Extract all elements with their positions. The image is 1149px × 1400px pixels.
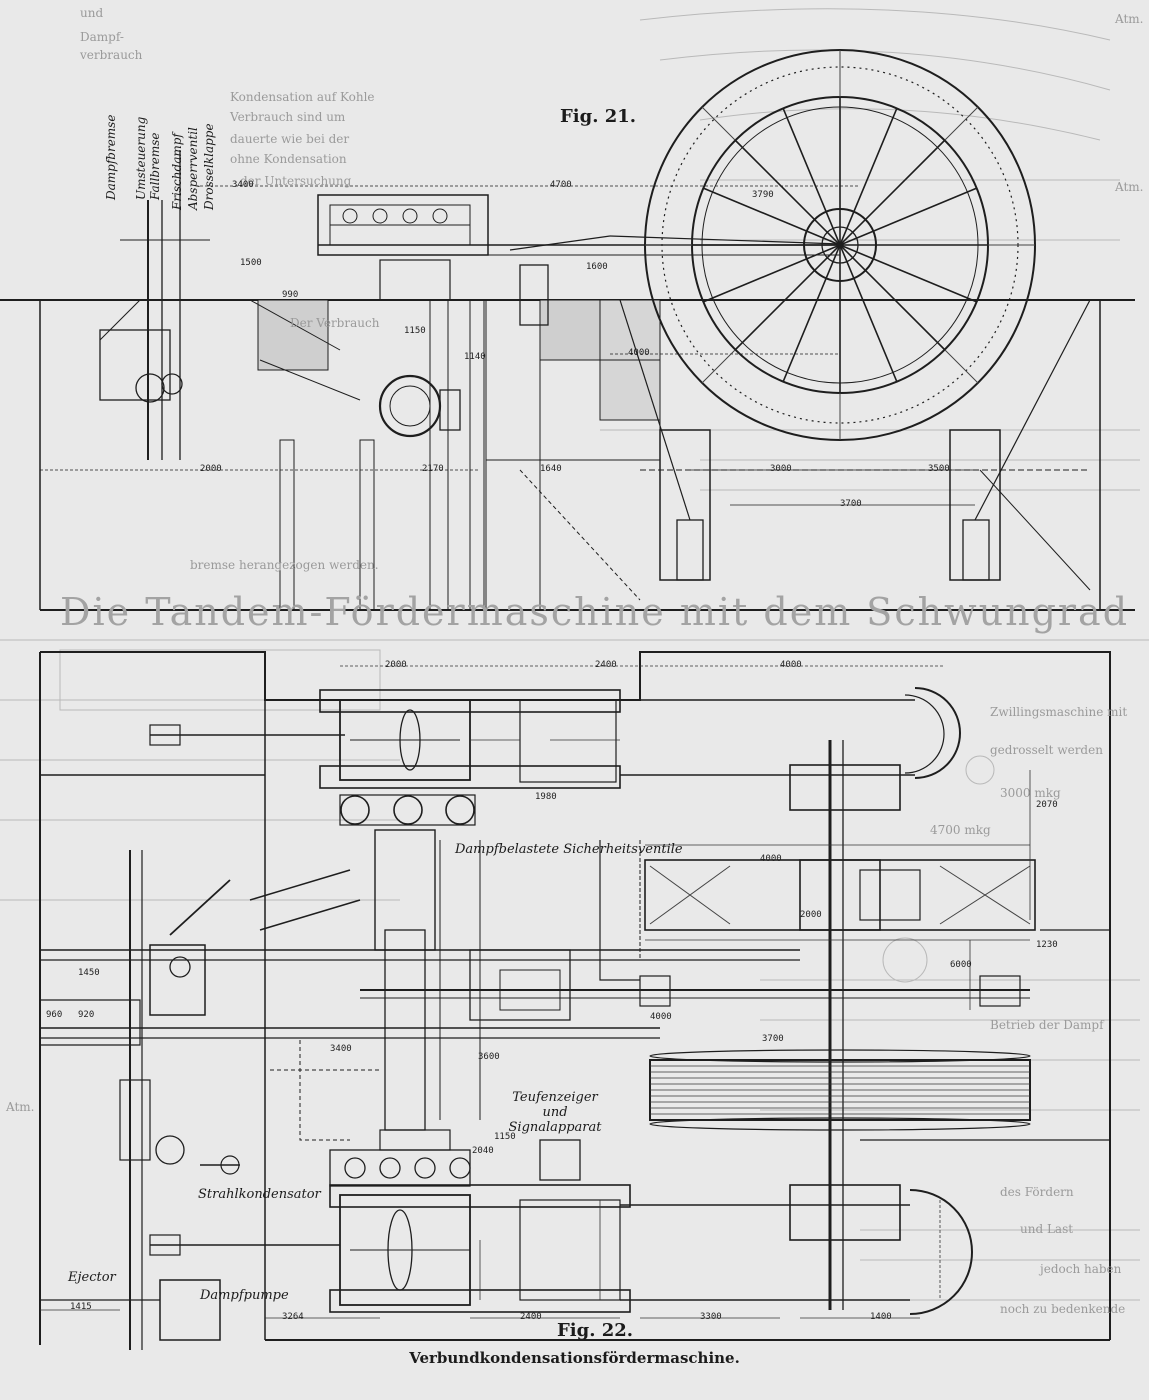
dim-22-2000b: 2000	[800, 910, 822, 920]
label-sicherheitsventile: Dampfbelastete Sicherheitsventile	[455, 842, 683, 857]
dim-22-4000b: 4000	[760, 854, 782, 864]
margin-note-1: Atm.	[1115, 180, 1144, 194]
label-drosselklappe: Drosselklappe	[202, 123, 216, 210]
dim-21-3400: 3400	[232, 180, 254, 190]
background-text-right-4: Betrieb der Dampf	[990, 1018, 1104, 1032]
label-dampfbremse: Dampfbremse	[104, 114, 118, 200]
margin-note-2: Atm.	[6, 1100, 35, 1114]
figure-22-title: Fig. 22.	[557, 1320, 634, 1341]
dim-22-960: 960	[46, 1010, 63, 1020]
background-text-left-9: bremse herangezogen werden.	[190, 558, 379, 572]
dim-22-2000: 2000	[385, 660, 407, 670]
label-umsteuerung: Umsteuerung	[134, 116, 148, 200]
dim-21-1140: 1140	[464, 352, 486, 362]
dim-21-1600: 1600	[586, 262, 608, 272]
dim-21-1500: 1500	[240, 258, 262, 268]
background-text-left-5: dauerte wie bei der	[230, 132, 350, 146]
label-teufenzeiger: Teufenzeiger und Signalapparat	[508, 1090, 602, 1135]
dim-21-1150: 1150	[404, 326, 426, 336]
dim-22-920: 920	[78, 1010, 95, 1020]
background-text-left-4: Verbrauch sind um	[230, 110, 346, 124]
background-text-left-7: der Untersuchung	[240, 174, 352, 188]
dim-21-3790: 3790	[752, 190, 774, 200]
dim-22-3600: 3600	[478, 1052, 500, 1062]
dim-21-990: 990	[282, 290, 299, 300]
background-text-right-6: und Last	[1020, 1222, 1074, 1236]
dim-21-3700: 3700	[840, 499, 862, 509]
dim-22-1415: 1415	[70, 1302, 92, 1312]
background-text-left-2: verbrauch	[80, 48, 143, 62]
background-text-left-8: Der Verbrauch	[290, 316, 380, 330]
label-frischdampf: Frischdampf	[170, 133, 184, 210]
dim-22-3264: 3264	[282, 1312, 304, 1322]
figure-21-title: Fig. 21.	[560, 106, 637, 127]
dim-22-1400: 1400	[870, 1312, 892, 1322]
dim-22-1230: 1230	[1036, 940, 1058, 950]
background-text-right-1: gedrosselt werden	[990, 743, 1103, 757]
dim-21-4000: 4000	[628, 348, 650, 358]
fig21-winding-drum	[644, 49, 1036, 441]
margin-note-0: Atm.	[1115, 12, 1144, 26]
dim-21-4700: 4700	[550, 180, 572, 190]
dim-22-2070: 2070	[1036, 800, 1058, 810]
background-text-right-8: noch zu bedenkende	[1000, 1302, 1126, 1316]
dim-21-3000: 3000	[770, 464, 792, 474]
dim-22-1150: 1150	[494, 1132, 516, 1142]
label-fallbremse: Fallbremse	[148, 132, 162, 201]
dim-22-2400: 2400	[595, 660, 617, 670]
background-heading: Die Tandem-Fördermaschine mit dem Schwun…	[60, 590, 1130, 634]
background-text-left-6: ohne Kondensation	[230, 152, 347, 166]
label-strahlkondensator: Strahlkondensator	[198, 1187, 321, 1202]
dim-21-2000: 2000	[200, 464, 222, 474]
dim-22-6000: 6000	[950, 960, 972, 970]
background-text-left-1: Dampf-	[80, 30, 124, 44]
background-text-right-5: des Fördern	[1000, 1185, 1074, 1199]
dim-22-2040: 2040	[472, 1146, 494, 1156]
label-dampfpumpe: Dampfpumpe	[200, 1288, 289, 1303]
label-ejector: Ejector	[68, 1270, 116, 1285]
background-text-left-0: und	[80, 6, 104, 20]
fig21-elevation	[0, 150, 1135, 611]
dim-22-4000a: 4000	[780, 660, 802, 670]
background-text-right-2: 3000 mkg	[1000, 786, 1061, 800]
background-text-left-3: Kondensation auf Kohle	[230, 90, 375, 104]
dim-22-3700: 3700	[762, 1034, 784, 1044]
figure-caption: Verbundkondensationsfördermaschine.	[409, 1349, 740, 1367]
dim-21-1640: 1640	[540, 464, 562, 474]
fig22-plan	[39, 651, 1111, 1350]
dim-22-1450: 1450	[78, 968, 100, 978]
dim-22-4000c: 4000	[650, 1012, 672, 1022]
background-text-right-7: jedoch haben	[1040, 1262, 1122, 1276]
dim-21-3500: 3500	[928, 464, 950, 474]
background-text-right-0: Zwillingsmaschine mit	[990, 705, 1128, 719]
dim-21-2170: 2170	[422, 464, 444, 474]
label-absperrventil: Absperrventil	[186, 127, 200, 210]
dim-22-2400b: 2400	[520, 1312, 542, 1322]
dim-22-1980: 1980	[535, 792, 557, 802]
background-text-right-3: 4700 mkg	[930, 823, 991, 837]
dim-22-3300: 3300	[700, 1312, 722, 1322]
dim-22-3400: 3400	[330, 1044, 352, 1054]
